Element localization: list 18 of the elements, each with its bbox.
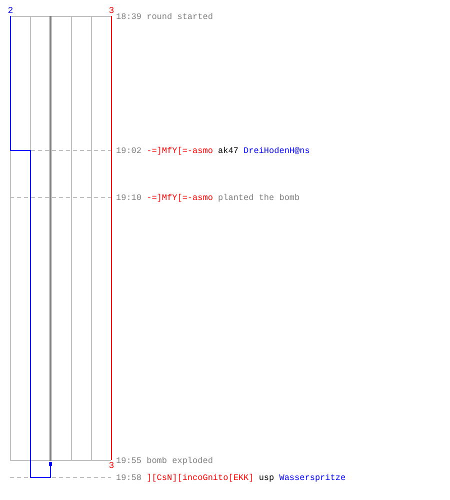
- player-name: Wasserspritze: [279, 473, 346, 482]
- count-label: 3: [108, 462, 114, 470]
- player-name: ][CsN][incoGnito[EKK]: [146, 473, 254, 482]
- event-text: bomb exploded: [146, 456, 213, 465]
- time-label: 19:58: [116, 473, 142, 482]
- count-label: 2: [8, 7, 14, 16]
- time-label: 18:39: [116, 12, 142, 21]
- weapon-label: ak47: [218, 146, 238, 155]
- event-text: round started: [146, 12, 213, 21]
- time-label: 19:10: [116, 193, 142, 202]
- player-name: -=]MfY[=-asmo: [146, 146, 213, 155]
- time-label: 19:02: [116, 146, 142, 155]
- weapon-label: usp: [258, 473, 274, 482]
- player-name: -=]MfY[=-asmo: [146, 193, 213, 202]
- time-label: 19:55: [116, 456, 142, 465]
- count-label: 3: [108, 7, 114, 16]
- player-name: DreiHodenH@ns: [244, 146, 310, 155]
- event-text: planted the bomb: [218, 193, 300, 202]
